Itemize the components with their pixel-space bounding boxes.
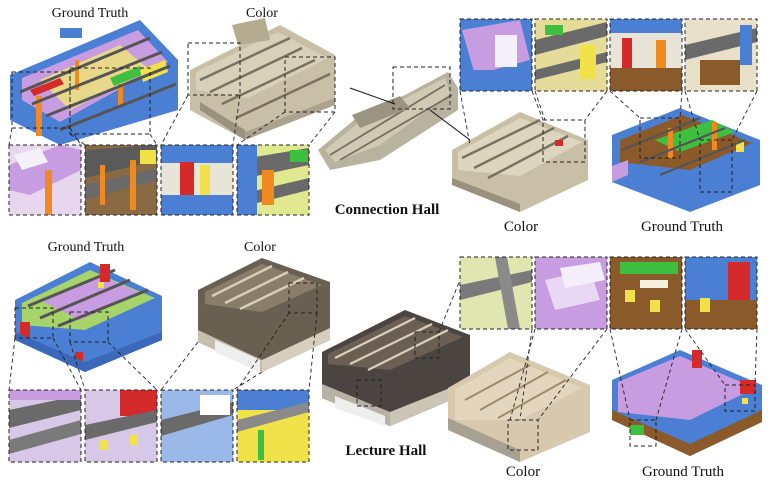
center-link-left: [349, 87, 396, 105]
bottom-left-connectors: [8, 312, 318, 391]
lecture-center-zoom-box-2: [356, 379, 382, 407]
label-ground-truth-bottom-right: Ground Truth: [642, 464, 725, 480]
lecture-gt-right-zoom-box-2: [724, 384, 756, 412]
lecture-gt-right-zoom-box-1: [629, 419, 657, 447]
color-zoom-box-2: [284, 56, 336, 113]
gt-right-zoom-box-1: [639, 117, 681, 159]
top-left-connectors: [8, 94, 336, 146]
connection-hall-color-model-right: [452, 112, 588, 212]
label-ground-truth-top-left: Ground Truth: [52, 6, 129, 21]
top-right-connectors: [459, 90, 758, 146]
bottom-right-connectors: [438, 279, 758, 421]
lecture-hall-gt-model-right: [612, 350, 762, 456]
lecture-color-zoom-box: [288, 282, 318, 314]
color-zoom-box-1: [187, 42, 241, 96]
title-connection-hall: Connection Hall: [335, 202, 440, 218]
label-ground-truth-top-right: Ground Truth: [641, 219, 724, 235]
center-zoom-box: [392, 66, 451, 110]
connection-hall-gt-model-right: [612, 108, 760, 212]
lecture-hall-color-model-right: [448, 352, 590, 462]
gt-zoom-box-2: [69, 67, 151, 135]
bottom-right-thumbnails: [459, 256, 758, 330]
lecture-gt-zoom-box-2: [69, 311, 109, 343]
color-right-zoom-box: [542, 119, 586, 163]
label-ground-truth-bottom-left: Ground Truth: [48, 240, 125, 255]
gt-right-zoom-box-2: [699, 139, 733, 193]
label-color-top-right: Color: [504, 219, 538, 235]
lecture-center-zoom-box: [414, 331, 440, 359]
connection-hall-gt-model-left: [10, 20, 178, 145]
center-link-right: [429, 109, 471, 141]
lecture-hall-color-model-left: [198, 258, 330, 372]
label-color-top-left: Color: [246, 6, 278, 21]
title-lecture-hall: Lecture Hall: [346, 443, 427, 459]
label-color-bottom-left: Color: [244, 240, 276, 255]
label-color-bottom-right: Color: [506, 464, 540, 480]
lecture-hall-center-model: [322, 310, 470, 426]
top-left-thumbnails: [8, 144, 310, 216]
top-right-thumbnails: [459, 18, 758, 92]
connection-hall-color-model-left: [190, 18, 335, 140]
bottom-left-thumbnails: [8, 389, 310, 463]
connection-hall-center-model: [318, 72, 458, 170]
lecture-hall-gt-model-left: [15, 262, 162, 372]
lecture-gt-zoom-box-1: [14, 307, 54, 339]
lecture-color-right-zoom-box: [507, 419, 539, 451]
